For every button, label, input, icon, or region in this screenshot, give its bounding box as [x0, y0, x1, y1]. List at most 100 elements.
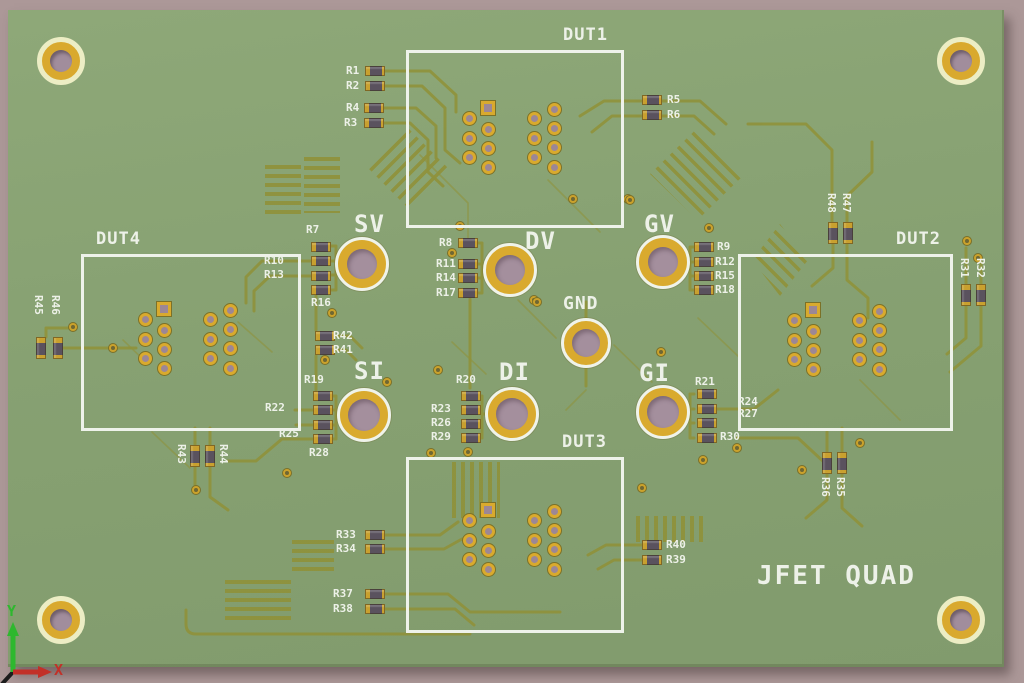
dut-label-dut2: DUT2 — [896, 229, 941, 249]
smd-pad — [202, 350, 218, 366]
testpoint-pad-di — [485, 387, 539, 441]
resistor-R32 — [976, 284, 986, 306]
resistor-R37 — [365, 589, 385, 599]
resistor-R23 — [461, 405, 481, 415]
resistor-R31 — [961, 284, 971, 306]
testpoint-hole — [648, 247, 678, 277]
resistor-label-r11: R11 — [436, 257, 456, 270]
axis-x-label: X — [54, 661, 64, 679]
resistor-label-r25: R25 — [279, 427, 299, 440]
via — [973, 253, 983, 263]
resistor-label-r36: R36 — [819, 477, 832, 497]
testpoint-hole — [647, 396, 679, 428]
smd-pad — [546, 139, 562, 155]
smd-pad — [871, 322, 887, 338]
resistor-label-r37: R37 — [333, 587, 353, 600]
smd-pad — [202, 311, 218, 327]
resistor-R1 — [365, 66, 385, 76]
via — [282, 468, 292, 478]
resistor-R39 — [642, 555, 662, 565]
dut-outline-dut1 — [406, 50, 624, 228]
dut-label-dut3: DUT3 — [562, 432, 607, 452]
axis-y-arrowhead — [7, 622, 19, 636]
resistor-label-r29: R29 — [431, 430, 451, 443]
smd-pad — [480, 542, 496, 558]
smd-pad — [526, 551, 542, 567]
resistor-label-r43: R43 — [175, 444, 188, 464]
resistor-label-r41: R41 — [333, 343, 353, 356]
testpoint-pad-gi — [636, 385, 690, 439]
resistor-label-r7: R7 — [306, 223, 320, 236]
resistor-label-r44: R44 — [217, 444, 230, 464]
via — [532, 297, 542, 307]
resistor-R45 — [36, 337, 46, 359]
dut-label-dut1: DUT1 — [563, 25, 608, 45]
resistor-R6 — [642, 110, 662, 120]
testpoint-pad-dv — [483, 243, 537, 297]
resistor-R43 — [190, 445, 200, 467]
resistor-label-r16: R16 — [311, 296, 331, 309]
resistor-label-r18: R18 — [715, 283, 735, 296]
testpoint-hole — [572, 329, 600, 357]
smd-pad — [480, 523, 496, 539]
testpoint-pad-sv — [335, 237, 389, 291]
resistor-R33 — [365, 530, 385, 540]
via — [855, 438, 865, 448]
resistor-label-r3: R3 — [344, 116, 358, 129]
resistor-label-r10: R10 — [264, 254, 284, 267]
mounting-hole — [37, 596, 85, 644]
via — [698, 455, 708, 465]
mounting-hole-bore — [950, 50, 972, 72]
testpoint-label-si: SI — [354, 357, 385, 385]
smd-pad — [222, 340, 238, 356]
testpoint-label-sv: SV — [354, 210, 385, 238]
smd-pad — [786, 351, 802, 367]
smd-pad — [461, 532, 477, 548]
resistor-R29 — [461, 433, 481, 443]
testpoint-pad-gnd — [561, 318, 611, 368]
mounting-hole — [937, 596, 985, 644]
resistor-label-r9: R9 — [717, 240, 731, 253]
via — [732, 443, 742, 453]
smd-pad — [805, 323, 821, 339]
smd-pad — [805, 342, 821, 358]
smd-pad — [546, 503, 562, 519]
via — [656, 347, 666, 357]
resistor-label-r1: R1 — [346, 64, 360, 77]
smd-pad — [222, 321, 238, 337]
resistor-R44 — [205, 445, 215, 467]
resistor-R20 — [461, 391, 481, 401]
smd-pad — [786, 312, 802, 328]
smd-pad — [546, 522, 562, 538]
smd-pad — [871, 341, 887, 357]
via — [447, 248, 457, 258]
dut-outline-dut4 — [81, 254, 301, 431]
smd-pad — [202, 331, 218, 347]
resistor-label-r2: R2 — [346, 79, 360, 92]
meander-trace — [636, 516, 706, 542]
smd-pad — [480, 159, 496, 175]
resistor-label-r34: R34 — [336, 542, 356, 555]
resistor-label-r22: R22 — [265, 401, 285, 414]
resistor-R3 — [364, 118, 384, 128]
resistor-R8 — [458, 238, 478, 248]
resistor-label-r23: R23 — [431, 402, 451, 415]
mounting-hole-bore — [50, 609, 72, 631]
resistor-label-r19: R19 — [304, 373, 324, 386]
smd-pad — [461, 110, 477, 126]
smd-pad — [156, 360, 172, 376]
resistor-R38 — [365, 604, 385, 614]
board-title: JFET QUAD — [757, 561, 916, 591]
resistor-R16 — [311, 285, 331, 295]
meander-trace — [265, 165, 301, 217]
testpoint-hole — [347, 249, 377, 279]
resistor-R19 — [313, 391, 333, 401]
resistor-label-r45: R45 — [32, 295, 45, 315]
resistor-R14 — [458, 273, 478, 283]
smd-pad — [871, 303, 887, 319]
axis-x-arrowhead — [38, 666, 52, 678]
resistor-label-r27: R27 — [738, 407, 758, 420]
meander-trace — [304, 157, 340, 213]
